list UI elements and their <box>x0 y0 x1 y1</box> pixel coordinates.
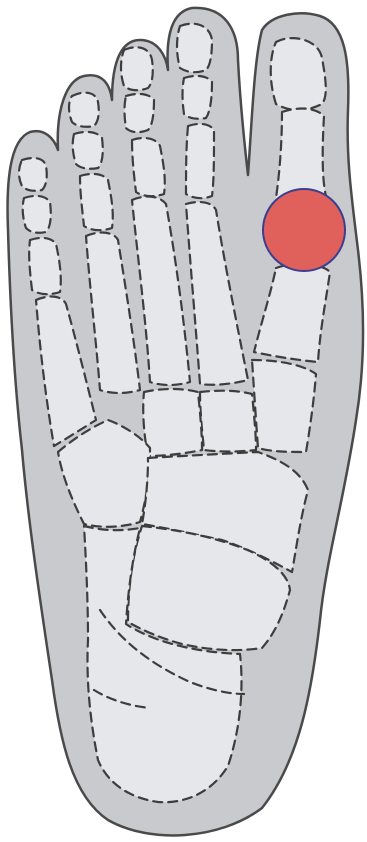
intermediate-cuneiform <box>200 391 256 452</box>
fifth-toe-distal <box>19 158 47 191</box>
third-toe-middle <box>125 94 155 132</box>
fourth-toe-proximal <box>80 174 113 230</box>
second-toe-distal <box>177 24 212 72</box>
third-toe-proximal <box>132 138 165 196</box>
fifth-toe-proximal <box>29 238 61 294</box>
big-toe-distal-phalanx <box>271 38 326 110</box>
second-toe-middle <box>183 76 213 119</box>
fifth-toe-middle <box>23 196 51 233</box>
lateral-cuneiform <box>143 389 202 456</box>
third-toe-distal <box>121 47 153 90</box>
medial-cuneiform <box>252 360 316 452</box>
big-toe-joint-marker <box>263 189 345 271</box>
second-toe-proximal <box>186 124 214 198</box>
fourth-toe-middle <box>73 132 103 169</box>
fourth-toe-distal <box>69 93 99 127</box>
